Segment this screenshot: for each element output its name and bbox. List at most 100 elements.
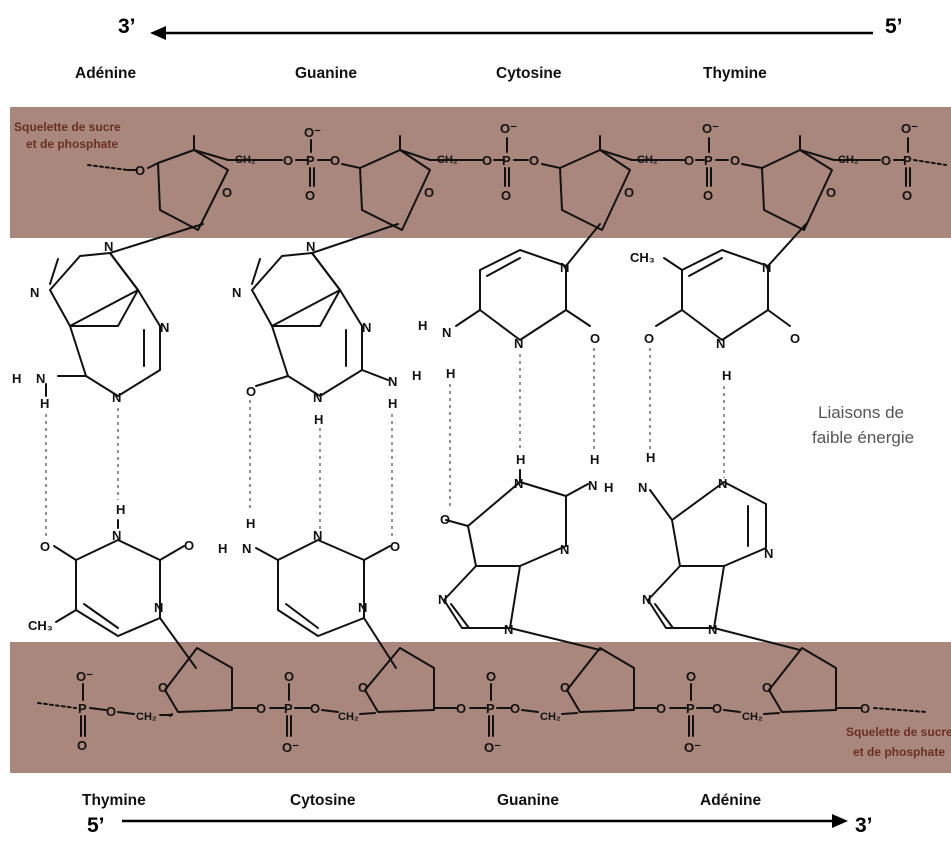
- top-cytosine-structure: N N O N H H: [418, 223, 601, 381]
- svg-text:O: O: [902, 188, 912, 203]
- svg-text:N: N: [313, 390, 322, 405]
- svg-text:O: O: [501, 188, 511, 203]
- svg-text:O: O: [482, 153, 492, 168]
- svg-text:CH₂: CH₂: [742, 711, 763, 723]
- svg-text:O⁻: O⁻: [702, 121, 719, 136]
- bottom-sugar-3: [566, 647, 635, 713]
- svg-text:N: N: [560, 542, 569, 557]
- top-sugar-3: [559, 135, 633, 231]
- weak-bonds-label-line1: Liaisons de: [818, 403, 904, 422]
- svg-text:P: P: [284, 701, 293, 716]
- svg-text:H: H: [722, 368, 731, 383]
- svg-text:N: N: [762, 260, 771, 275]
- svg-text:P: P: [306, 153, 315, 168]
- svg-text:N: N: [232, 285, 241, 300]
- svg-text:O: O: [590, 331, 600, 346]
- svg-text:N: N: [36, 371, 45, 386]
- bottom-cytosine-structure: N N O N H H: [218, 516, 400, 669]
- svg-text:O: O: [686, 669, 696, 684]
- top-backbone-structure: O O CH₂ O P O⁻ O O O CH₂ O P O⁻ O O O CH…: [87, 121, 947, 231]
- svg-text:O: O: [158, 680, 168, 695]
- svg-text:N: N: [362, 320, 371, 335]
- svg-text:O⁻: O⁻: [76, 669, 93, 684]
- bottom-base-name-4: Adénine: [700, 792, 762, 809]
- svg-text:O: O: [246, 384, 256, 399]
- svg-text:O: O: [644, 331, 654, 346]
- top-base-name-1: Adénine: [75, 65, 137, 82]
- bottom-sugar-1: [164, 647, 233, 717]
- top-base-name-3: Cytosine: [496, 65, 562, 82]
- svg-text:O: O: [305, 188, 315, 203]
- svg-text:O: O: [730, 153, 740, 168]
- svg-text:O: O: [135, 163, 145, 178]
- svg-text:H: H: [12, 371, 21, 386]
- svg-text:O: O: [358, 680, 368, 695]
- svg-text:O: O: [390, 539, 400, 554]
- svg-text:H: H: [40, 396, 49, 411]
- svg-text:N: N: [504, 622, 513, 637]
- top-guanine-structure: N N N O N H N H H: [232, 223, 421, 427]
- bottom-adenine-structure: N N N N N H: [638, 450, 801, 651]
- bottom-left-end-label: 5’: [87, 814, 105, 837]
- top-adenine-structure: N N N N N H H: [12, 223, 204, 411]
- svg-text:O: O: [762, 680, 772, 695]
- svg-text:H: H: [116, 502, 125, 517]
- svg-text:O: O: [510, 701, 520, 716]
- top-base-name-2: Guanine: [295, 65, 357, 82]
- svg-text:O: O: [860, 701, 870, 716]
- svg-text:O: O: [424, 185, 434, 200]
- top-left-end-label: 3’: [118, 15, 136, 38]
- svg-text:O: O: [330, 153, 340, 168]
- svg-text:O: O: [624, 185, 634, 200]
- bottom-base-name-3: Guanine: [497, 792, 559, 809]
- svg-text:O: O: [456, 701, 466, 716]
- svg-text:O: O: [486, 669, 496, 684]
- svg-text:O: O: [106, 704, 116, 719]
- svg-text:H: H: [516, 452, 525, 467]
- svg-text:O⁻: O⁻: [282, 740, 299, 755]
- svg-text:N: N: [104, 239, 113, 254]
- svg-text:O: O: [222, 185, 232, 200]
- svg-text:N: N: [306, 239, 315, 254]
- bottom-thymine-structure: N N H O O CH₃: [28, 502, 197, 669]
- bottom-base-name-2: Cytosine: [290, 792, 356, 809]
- svg-text:O: O: [284, 669, 294, 684]
- svg-text:P: P: [502, 153, 511, 168]
- svg-text:O: O: [283, 153, 293, 168]
- svg-text:N: N: [313, 528, 322, 543]
- bottom-base-name-1: Thymine: [82, 792, 146, 809]
- bottom-backbone-label-line1: Squelette de sucre: [846, 725, 951, 739]
- bottom-right-end-label: 3’: [855, 814, 873, 837]
- svg-text:N: N: [442, 325, 451, 340]
- svg-text:N: N: [560, 260, 569, 275]
- top-sugar-2: [359, 135, 431, 231]
- svg-text:O⁻: O⁻: [484, 740, 501, 755]
- svg-text:O: O: [826, 185, 836, 200]
- svg-text:O⁻: O⁻: [500, 121, 517, 136]
- top-right-end-label: 5’: [885, 15, 903, 38]
- svg-text:CH₃: CH₃: [630, 250, 655, 265]
- svg-text:H: H: [590, 452, 599, 467]
- svg-text:N: N: [638, 480, 647, 495]
- svg-text:N: N: [718, 476, 727, 491]
- top-thymine-structure: N N H O O CH₃: [630, 223, 807, 383]
- svg-text:H: H: [388, 396, 397, 411]
- bottom-backbone-structure: O⁻ P O O CH₂ O O O P O⁻ O CH₂ O O O P O⁻…: [37, 647, 927, 755]
- hydrogen-bonds: [45, 348, 725, 540]
- svg-text:CH₂: CH₂: [540, 711, 561, 723]
- svg-text:CH₂: CH₂: [235, 154, 256, 166]
- svg-text:H: H: [246, 516, 255, 531]
- bottom-direction-arrowhead: [832, 814, 848, 828]
- svg-text:CH₂: CH₂: [338, 711, 359, 723]
- top-direction-arrowhead: [150, 26, 166, 40]
- bottom-sugar-4: [768, 647, 837, 713]
- svg-text:CH₂: CH₂: [136, 711, 157, 723]
- svg-text:O: O: [560, 680, 570, 695]
- svg-text:H: H: [412, 368, 421, 383]
- svg-text:N: N: [764, 546, 773, 561]
- svg-text:N: N: [154, 600, 163, 615]
- svg-text:N: N: [514, 476, 523, 491]
- svg-text:O: O: [40, 539, 50, 554]
- svg-text:O⁻: O⁻: [684, 740, 701, 755]
- svg-text:N: N: [30, 285, 39, 300]
